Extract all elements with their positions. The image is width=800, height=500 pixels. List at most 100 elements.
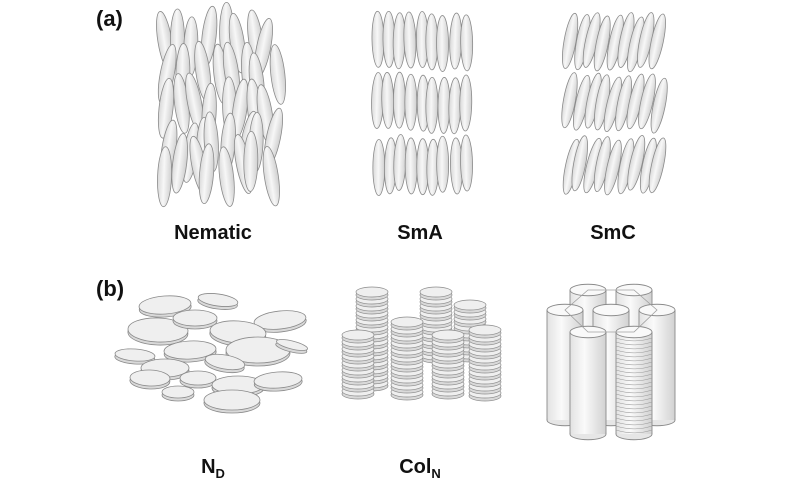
disc-molecule: [253, 371, 303, 389]
nd-label-main: N: [201, 456, 216, 478]
disc-column: [390, 316, 424, 401]
cylinder-front-right: [615, 325, 653, 441]
disc-stripe: [615, 409, 653, 414]
cylinder-face: [570, 332, 606, 434]
rod-molecule: [571, 135, 588, 192]
disc-column: [341, 329, 375, 400]
disc-stripe: [615, 385, 653, 390]
rod-molecule: [404, 137, 418, 195]
coln-label-sub: N: [431, 466, 441, 481]
disc-stripe: [615, 401, 653, 406]
rod-molecule: [593, 15, 611, 72]
rod-molecule: [648, 13, 666, 70]
disc-stripe: [615, 417, 653, 422]
rod-molecule: [436, 15, 449, 72]
stacked-disc: [431, 329, 465, 341]
panel-b-label: (b): [96, 276, 125, 301]
disc-molecule: [129, 369, 171, 387]
rod-molecule: [269, 44, 286, 105]
disc-molecule: [138, 295, 192, 315]
disc-stripe: [615, 377, 653, 382]
disc-stripe: [615, 425, 653, 430]
rod-molecule: [393, 71, 406, 129]
rod-molecule: [460, 14, 474, 72]
disc-stripe: [615, 345, 653, 350]
rod-molecule: [404, 73, 418, 131]
nd-discs: [114, 293, 308, 414]
rod-molecule: [561, 72, 578, 129]
disc-stripe: [615, 393, 653, 398]
disc-molecule: [197, 293, 239, 307]
disc-stripe: [615, 357, 653, 362]
rod-molecule: [198, 143, 215, 205]
stacked-disc: [341, 329, 375, 341]
nematic-rods: [156, 1, 286, 208]
disc-stripe: [615, 369, 653, 374]
rod-molecule: [436, 135, 450, 193]
disc-stripe: [615, 421, 653, 426]
rod-molecule: [425, 76, 439, 134]
rod-molecule: [460, 134, 473, 192]
disc-molecule: [253, 310, 307, 330]
rod-molecule: [403, 11, 417, 69]
rod-molecule: [371, 10, 385, 68]
stacked-disc: [419, 286, 453, 298]
rod-molecule: [218, 146, 235, 207]
disc-molecule: [276, 339, 308, 351]
rod-molecule: [437, 77, 451, 134]
rod-molecule: [262, 146, 280, 207]
disc-stripe: [615, 397, 653, 402]
disc-stripe: [615, 353, 653, 358]
rod-molecule: [157, 146, 173, 208]
disc-stripe: [615, 381, 653, 386]
panel-a-label: (a): [96, 6, 123, 31]
rod-molecule: [627, 135, 646, 191]
coln-label-main: Col: [399, 456, 432, 478]
rod-molecule: [459, 74, 473, 132]
rod-molecule: [171, 133, 188, 194]
disc-molecule: [204, 353, 246, 371]
nematic-label: Nematic: [174, 222, 252, 244]
nd-label-sub: D: [215, 466, 225, 481]
sma-label: SmA: [397, 222, 443, 244]
smc-label: SmC: [590, 222, 636, 244]
disc-stripe: [615, 361, 653, 366]
disc-stripe: [615, 413, 653, 418]
disc-stripe: [615, 349, 653, 354]
disc-molecule: [114, 348, 156, 362]
disc-molecule: [161, 385, 195, 399]
disc-molecule: [163, 340, 217, 360]
disc-stripe: [615, 389, 653, 394]
cylinder-top: [592, 303, 630, 317]
nd-label: ND: [201, 456, 225, 481]
disc-stripe: [615, 373, 653, 378]
disc-stripe: [615, 405, 653, 410]
rod-molecule: [604, 139, 622, 196]
rod-molecule: [381, 72, 395, 129]
disc-stripe: [615, 429, 653, 434]
disc-stripe: [615, 337, 653, 342]
smc-rods: [561, 12, 668, 196]
stacked-disc: [390, 316, 424, 328]
rod-molecule: [648, 137, 667, 194]
disc-column: [468, 324, 502, 402]
disc-molecule: [203, 389, 261, 411]
rod-molecule: [650, 77, 668, 134]
stacked-disc: [355, 286, 389, 298]
disc-molecule: [127, 317, 189, 343]
coln-label: ColN: [399, 456, 441, 481]
disc-stripe: [615, 365, 653, 370]
rod-molecule: [243, 130, 259, 192]
sma-rods: [371, 10, 474, 196]
disc-column: [431, 329, 465, 400]
stacked-disc: [453, 299, 487, 311]
rod-molecule: [393, 134, 407, 191]
cylinder-front-left: [569, 325, 607, 441]
stacked-disc: [468, 324, 502, 336]
disc-stripe: [615, 341, 653, 346]
coln-disc-columns: [341, 286, 502, 402]
columnar-cylinders: [546, 283, 676, 441]
disc-molecule: [172, 309, 218, 327]
disc-molecule: [179, 370, 217, 386]
